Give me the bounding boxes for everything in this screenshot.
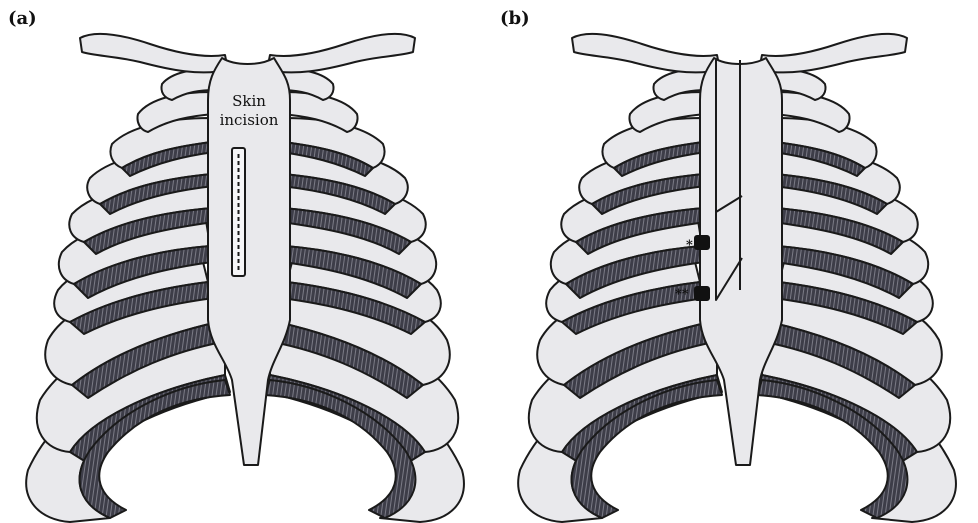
marker-single-asterisk: * bbox=[686, 238, 693, 253]
panel-label-a: (a) bbox=[8, 8, 37, 29]
window-lower bbox=[695, 287, 709, 300]
window-upper bbox=[695, 236, 709, 249]
panel-label-b: (b) bbox=[500, 8, 530, 29]
clavicle-right bbox=[267, 34, 415, 73]
clavicle-right bbox=[759, 34, 907, 73]
panel-b-rib-cage bbox=[518, 34, 956, 522]
clavicle-left bbox=[80, 34, 228, 73]
skin-incision-label-line2: incision bbox=[209, 111, 289, 130]
marker-double-asterisk: ** bbox=[675, 287, 689, 302]
skin-incision-label-line1: Skin bbox=[209, 92, 289, 111]
clavicle-left bbox=[572, 34, 720, 73]
skin-incision-label: Skin incision bbox=[209, 92, 289, 130]
